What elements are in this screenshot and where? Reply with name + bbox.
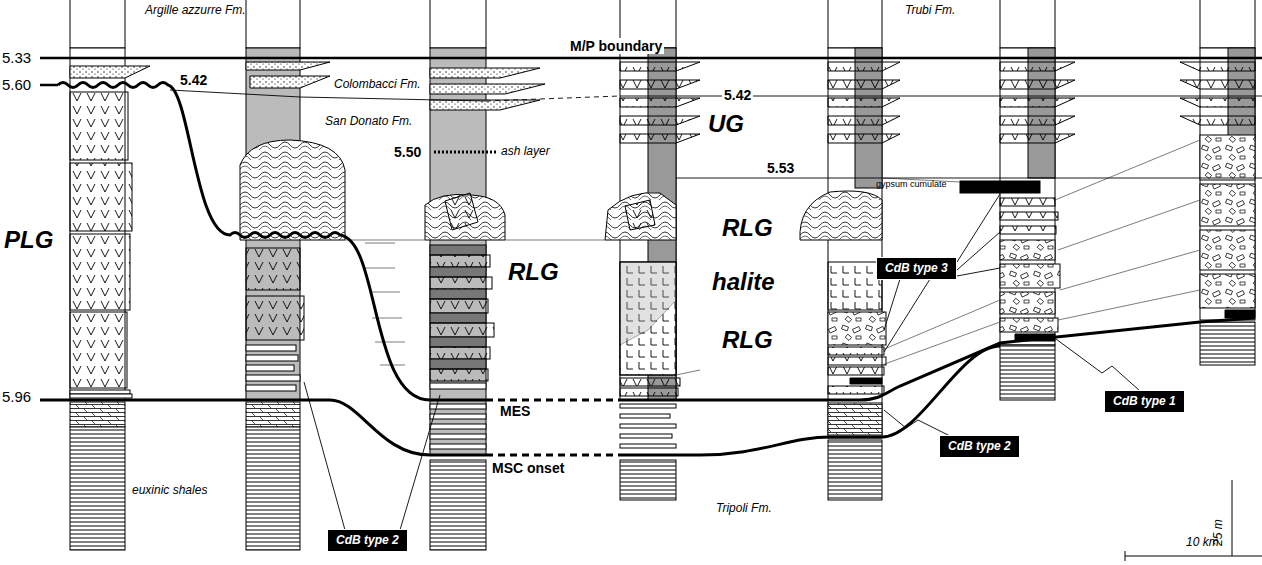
- age-value: 5.42: [722, 87, 753, 103]
- label-text: 5.53: [765, 160, 796, 176]
- lithology-name: euxinic shales: [132, 484, 207, 498]
- label-text: 5.50: [394, 144, 421, 160]
- formation-name: Argille azzurre Fm.: [145, 4, 246, 18]
- label-text: 5.96: [2, 388, 31, 405]
- boundary-name: MSC onset: [490, 460, 566, 476]
- label-box: CdB type 3: [877, 258, 956, 279]
- label-text: MES: [498, 403, 532, 419]
- unit-name: RLG: [508, 258, 559, 286]
- label-text: RLG: [508, 258, 559, 285]
- formation-name: Colombacci Fm.: [334, 78, 421, 92]
- label-text: RLG: [722, 214, 773, 241]
- label-text: MSC onset: [490, 460, 566, 476]
- age-value: 5.53: [765, 160, 796, 176]
- unit-name: PLG: [4, 226, 53, 254]
- box-text: CdB type 1: [1105, 391, 1184, 411]
- label-text: PLG: [4, 226, 53, 253]
- label-text: Colombacci Fm.: [334, 77, 421, 91]
- box-text: CdB type 2: [328, 530, 407, 550]
- unit-name: UG: [708, 110, 744, 138]
- label-text: RLG: [722, 326, 773, 353]
- unit-name: RLG: [722, 326, 773, 354]
- boundary-name: M/P boundary: [568, 38, 664, 54]
- box-text: CdB type 3: [877, 258, 956, 278]
- age-value: 5.60: [2, 76, 31, 93]
- unit-name: halite: [712, 268, 775, 296]
- marker-name: ash layer: [501, 145, 550, 159]
- label-text: ash layer: [501, 144, 550, 158]
- label-text: 5.60: [2, 76, 31, 93]
- label-text: UG: [708, 110, 744, 137]
- label-text: Tripoli Fm.: [716, 501, 772, 515]
- formation-name: Trubi Fm.: [905, 4, 955, 18]
- label-box: CdB type 2: [940, 436, 1019, 457]
- age-value: 5.50: [394, 144, 421, 160]
- formation-name: San Donato Fm.: [325, 115, 412, 129]
- formation-name: Tripoli Fm.: [716, 502, 772, 516]
- label-text: Trubi Fm.: [905, 3, 955, 17]
- label-text: gypsum cumulate: [876, 179, 947, 189]
- note-text: gypsum cumulate: [876, 179, 947, 189]
- label-text: 10 km: [1186, 535, 1219, 549]
- age-value: 5.33: [2, 49, 31, 66]
- box-text: CdB type 2: [940, 436, 1019, 456]
- scale-label: 10 km: [1186, 536, 1219, 550]
- label-text: San Donato Fm.: [325, 114, 412, 128]
- label-box: CdB type 1: [1105, 391, 1184, 412]
- label-text: M/P boundary: [568, 38, 664, 54]
- label-text: euxinic shales: [132, 483, 207, 497]
- label-text: Argille azzurre Fm.: [145, 3, 246, 17]
- label-text: 5.42: [180, 72, 207, 88]
- age-value: 5.42: [180, 72, 207, 88]
- label-text: 5.33: [2, 49, 31, 66]
- label-text: halite: [712, 268, 775, 295]
- boundary-name: MES: [498, 403, 532, 419]
- age-value: 5.96: [2, 388, 31, 405]
- unit-name: RLG: [722, 214, 773, 242]
- label-box: CdB type 2: [328, 530, 407, 551]
- label-text: 5.42: [722, 87, 753, 103]
